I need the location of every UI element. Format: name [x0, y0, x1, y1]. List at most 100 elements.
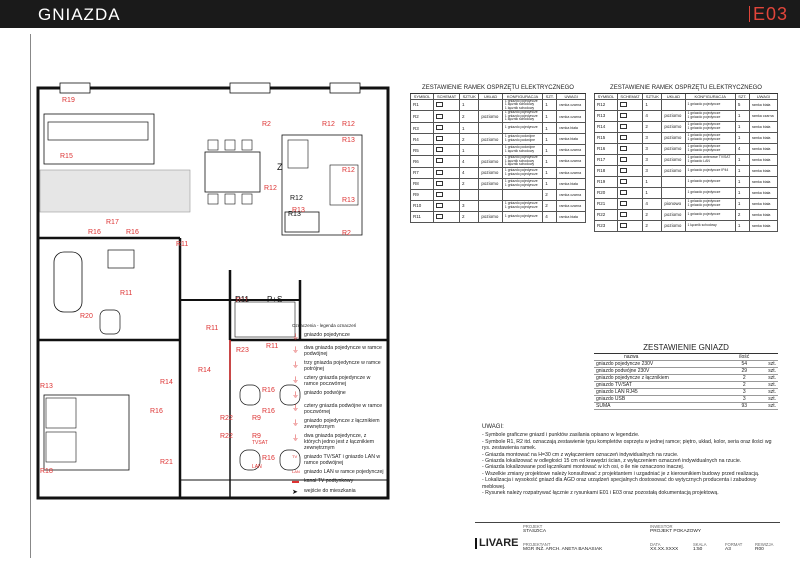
symbol-cell: R6: [409, 155, 435, 168]
layout-cell: [478, 122, 503, 135]
frame-schema-icon: [436, 125, 444, 131]
note-cell: ramka biała: [748, 153, 779, 166]
summary-unit: szt.: [756, 381, 778, 389]
note-item: - Rysunek należy rozpatrywać łącznie z r…: [482, 490, 719, 497]
summary-caption: ZESTAWIENIE GNIAZD: [594, 342, 778, 354]
frame-schema-icon: [436, 213, 444, 219]
label-r2b: R2: [342, 230, 351, 237]
qty-cell: 2: [459, 177, 480, 190]
schema-cell: [616, 186, 644, 199]
symbol-cell: R20: [594, 186, 618, 199]
note-cell: ramka biała: [748, 175, 779, 188]
label-r12b: R12: [342, 121, 355, 128]
table-header-cell: SCHEMAT: [616, 92, 644, 100]
schema-cell: [616, 164, 644, 177]
label-r16f: R16: [262, 455, 275, 462]
note-cell: ramka czarna: [556, 199, 586, 212]
summary-unit: szt.: [756, 367, 778, 375]
socket-double-icon: ⏚: [292, 392, 299, 399]
summary-unit: szt.: [756, 395, 778, 403]
summary-name: gniazdo USB: [594, 395, 732, 403]
count-cell: 4: [734, 142, 750, 155]
schema-cell: [433, 144, 461, 157]
layout-cell: poziomo: [661, 153, 686, 166]
note-cell: ramka czarna: [556, 155, 586, 168]
qty-cell: 2: [642, 208, 663, 221]
window: [59, 82, 91, 94]
config-cell: 1 gniazdo pojedyncze 1 gniazdo pojedyncz…: [684, 109, 736, 122]
count-cell: 1: [734, 186, 750, 199]
note-item: - Lokalizacja i wysokość gniazd dla AGD …: [482, 477, 757, 490]
label-r9: R9: [252, 415, 261, 422]
frame-schema-icon: [619, 167, 627, 173]
frame-schema-icon: [619, 156, 627, 162]
note-cell: ramka biała: [748, 120, 779, 133]
symbol-cell: R23: [594, 219, 618, 232]
qty-cell: 3: [642, 164, 663, 177]
label-r16c: R16: [150, 408, 163, 415]
summary-qty: 54: [731, 360, 757, 368]
qty-cell: 3: [459, 199, 480, 212]
qty-cell: 2: [642, 120, 663, 133]
label-r13c: R13: [342, 197, 355, 204]
label-r14b: R14: [160, 379, 173, 386]
sheet-code: E03: [752, 4, 788, 24]
socket-switch-icon: ⏚: [292, 420, 299, 427]
format: A3: [725, 547, 731, 552]
config-cell: 1 gniazdo pojedyncze: [684, 208, 736, 221]
schema-cell: [616, 131, 644, 144]
note-cell: ramka czarna: [556, 166, 586, 179]
layout-cell: poziomo: [478, 210, 503, 223]
frames-table-1: ZESTAWIENIE RAMEK OSPRZĘTU ELEKTRYCZNEGO…: [409, 84, 586, 223]
summary-qty: 2: [731, 381, 757, 389]
schema-cell: [616, 175, 644, 188]
config-cell: 1 gniazdo pojedyncze: [684, 98, 736, 111]
legend-item: ⏚gniazdo podwójne: [292, 390, 346, 399]
layout-cell: poziomo: [661, 208, 686, 221]
count-cell: 2: [542, 199, 558, 212]
note-item: - Wszelkie zmiany projektowe należy kons…: [482, 470, 760, 477]
note-item: - Gniazda lokalizowane pod łącznikami mo…: [482, 464, 685, 471]
label-r16b: R16: [126, 229, 139, 236]
summary-name: gniazdo TV/SAT: [594, 381, 732, 389]
label-r22: R22: [220, 415, 233, 422]
qty-cell: 4: [642, 109, 663, 122]
config-cell: 1 gniazdo pojedyncze 1 gniazdo pojedyncz…: [684, 142, 736, 155]
legend-item: ⏚gniazdo pojedyncze z łącznikiem zewnętr…: [292, 418, 380, 430]
symbol-cell: R21: [594, 197, 618, 210]
count-cell: 5: [734, 98, 750, 111]
note-item: - Symbole graficzne gniazd i punktów zas…: [482, 432, 640, 439]
frame-schema-icon: [619, 178, 627, 184]
summary-unit: szt.: [756, 402, 778, 410]
layout-cell: [661, 98, 686, 111]
count-cell: 1: [734, 219, 750, 232]
count-cell: 1: [542, 177, 558, 190]
label-r23: R23: [236, 347, 249, 354]
count-cell: 1: [542, 98, 558, 112]
config-cell: 1 gniazdo podwójne 1 gniazdo podwójne: [501, 133, 544, 146]
label-r17: R17: [106, 219, 119, 226]
frame-schema-icon: [619, 112, 627, 118]
label-r18: R18: [40, 468, 53, 475]
note-cell: ramka biała: [748, 186, 779, 199]
socket-double-switch-icon: ⏚: [292, 435, 299, 442]
tv-channel-icon: ▬: [292, 478, 299, 485]
summary-col-name: nazwa: [594, 353, 732, 361]
label-r16e: R16: [262, 408, 275, 415]
label-z: Z: [277, 162, 283, 172]
schema-cell: [433, 133, 461, 146]
config-cell: [501, 188, 544, 201]
table-header-cell: SYMBOL: [409, 92, 435, 100]
note-cell: ramka biała: [748, 131, 779, 144]
qty-cell: 1: [642, 175, 663, 188]
summary-name: SUMA: [594, 402, 732, 410]
layout-cell: poziomo: [478, 133, 503, 146]
note-cell: ramka czarna: [556, 188, 586, 201]
